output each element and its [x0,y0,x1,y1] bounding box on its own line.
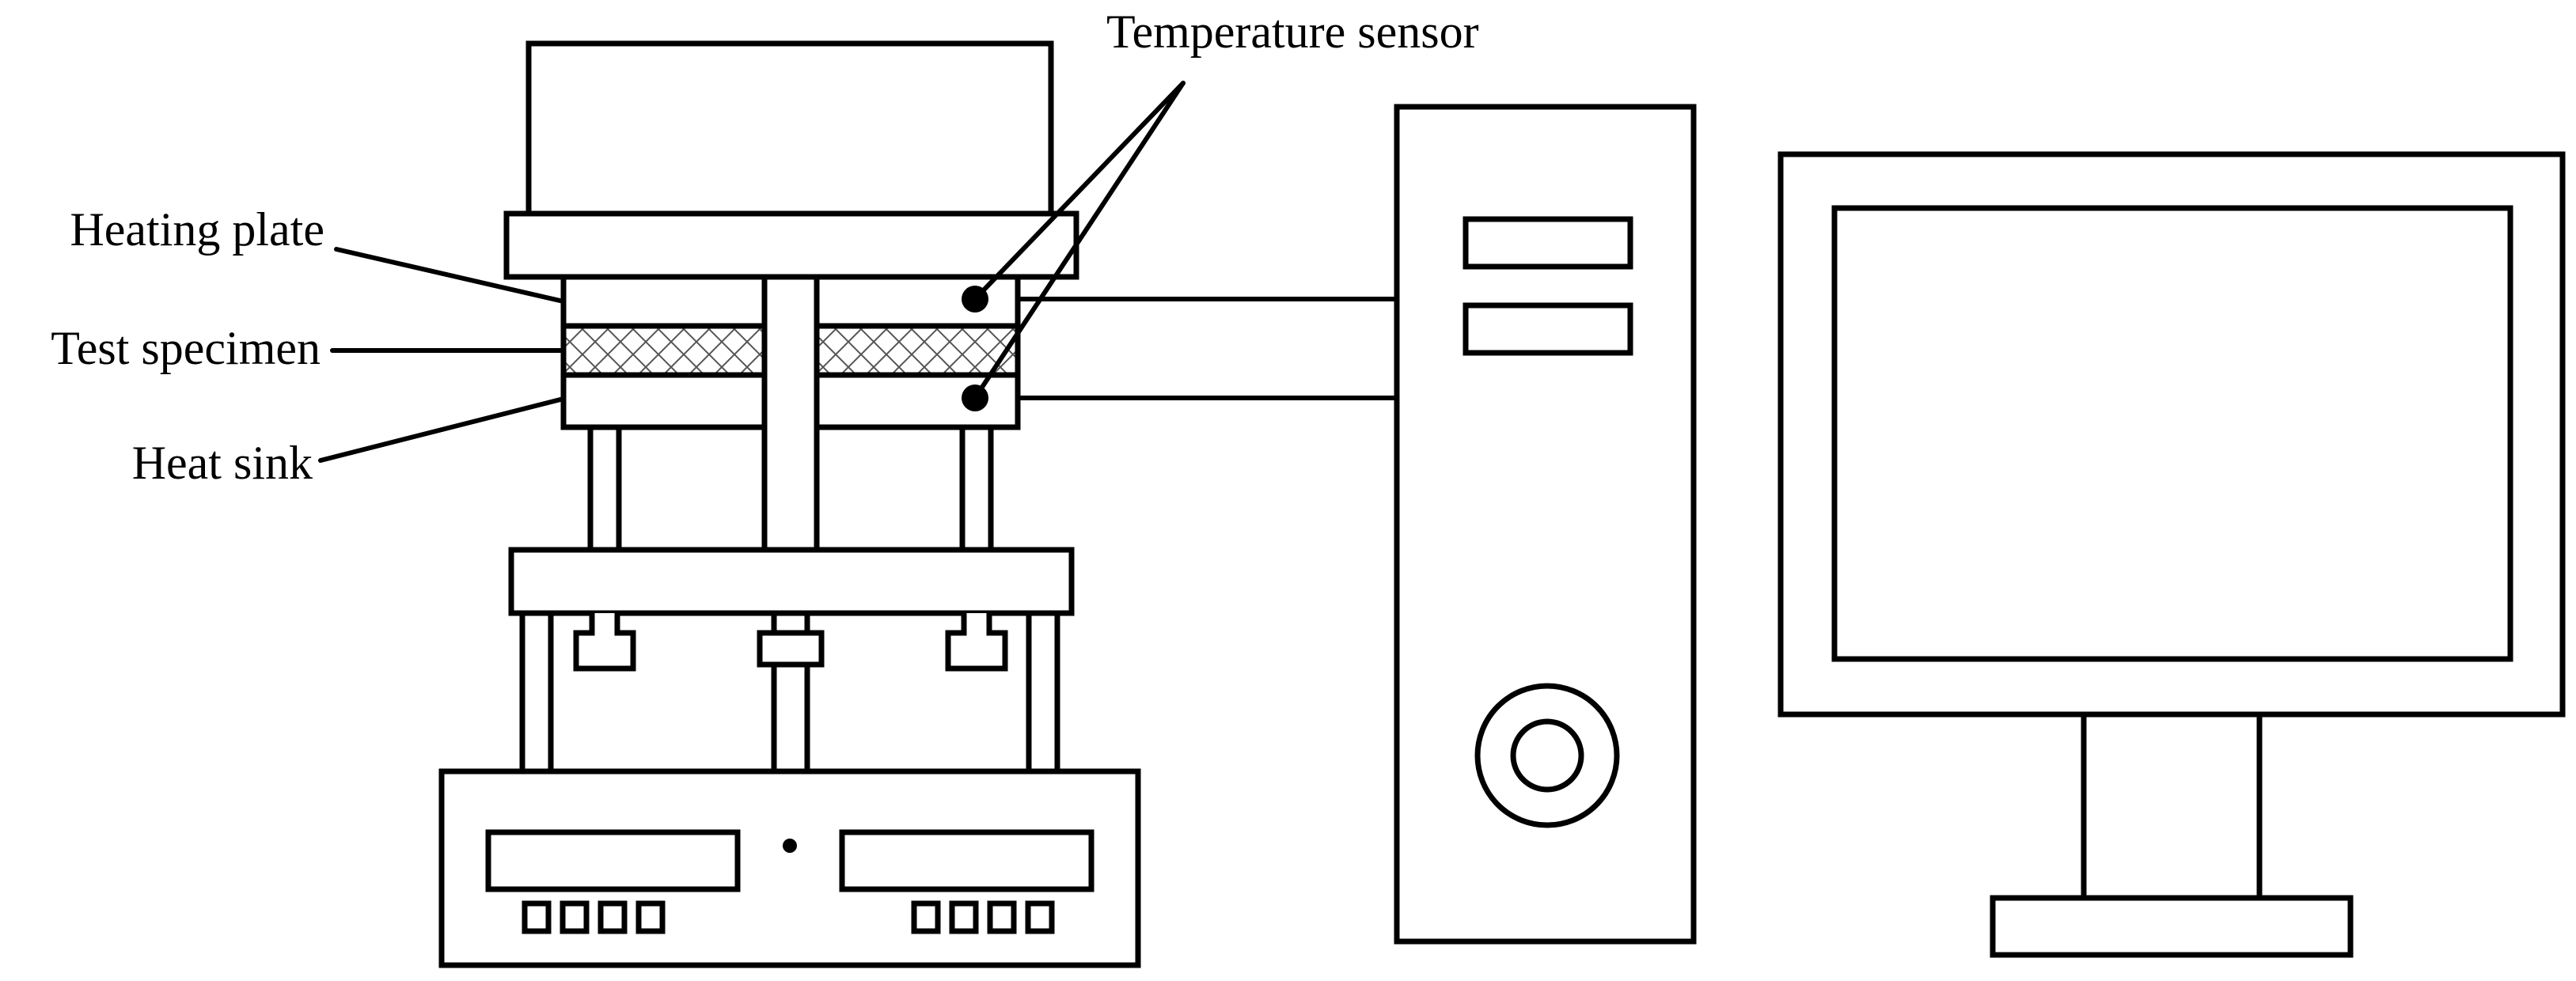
left-clamp [573,613,636,672]
monitor-neck [2081,711,2263,901]
heating-plate-label: Heating plate [70,203,324,256]
control-button [987,900,1017,934]
control-button [949,900,979,934]
indicator-light [783,839,797,853]
left-button-group [522,900,666,934]
power-button-inner [1510,718,1584,793]
temperature-sensor-dot-lower [962,384,988,411]
control-button [1025,900,1055,934]
middle-plate [508,547,1075,616]
computer-tower [1394,104,1697,945]
temperature-sensor-leader-upper [973,81,1186,301]
monitor-stand-base [1990,895,2354,958]
control-button [598,900,628,934]
heat-sink-label: Heat sink [132,437,313,489]
control-button [635,900,666,934]
left-upper-post [587,424,622,553]
temperature-sensor-dot-upper [962,286,988,312]
left-lower-post [519,610,554,775]
drive-bay-bottom [1463,302,1633,356]
upper-pressure-plate [503,210,1079,280]
monitor [1777,151,2566,958]
top-weight-block [525,40,1054,217]
right-display-panel [839,829,1095,892]
right-lower-post [1026,610,1060,775]
drive-bay-top [1463,216,1633,270]
heat-sink-leader [318,396,566,463]
right-upper-post [959,424,994,553]
test-specimen-label: Test specimen [51,322,321,374]
control-button [522,900,552,934]
right-button-group [911,900,1055,934]
control-button [560,900,590,934]
control-button [911,900,941,934]
temperature-sensor-leader-lower [973,81,1186,400]
temperature-sensor-label: Temperature sensor [1106,6,1479,58]
monitor-screen [1831,205,2513,662]
center-coupling [757,630,825,668]
testing-apparatus [438,40,1141,968]
right-clamp [945,613,1008,672]
central-rod [761,274,820,553]
left-display-panel [485,829,741,892]
heating-plate-leader [334,247,566,304]
